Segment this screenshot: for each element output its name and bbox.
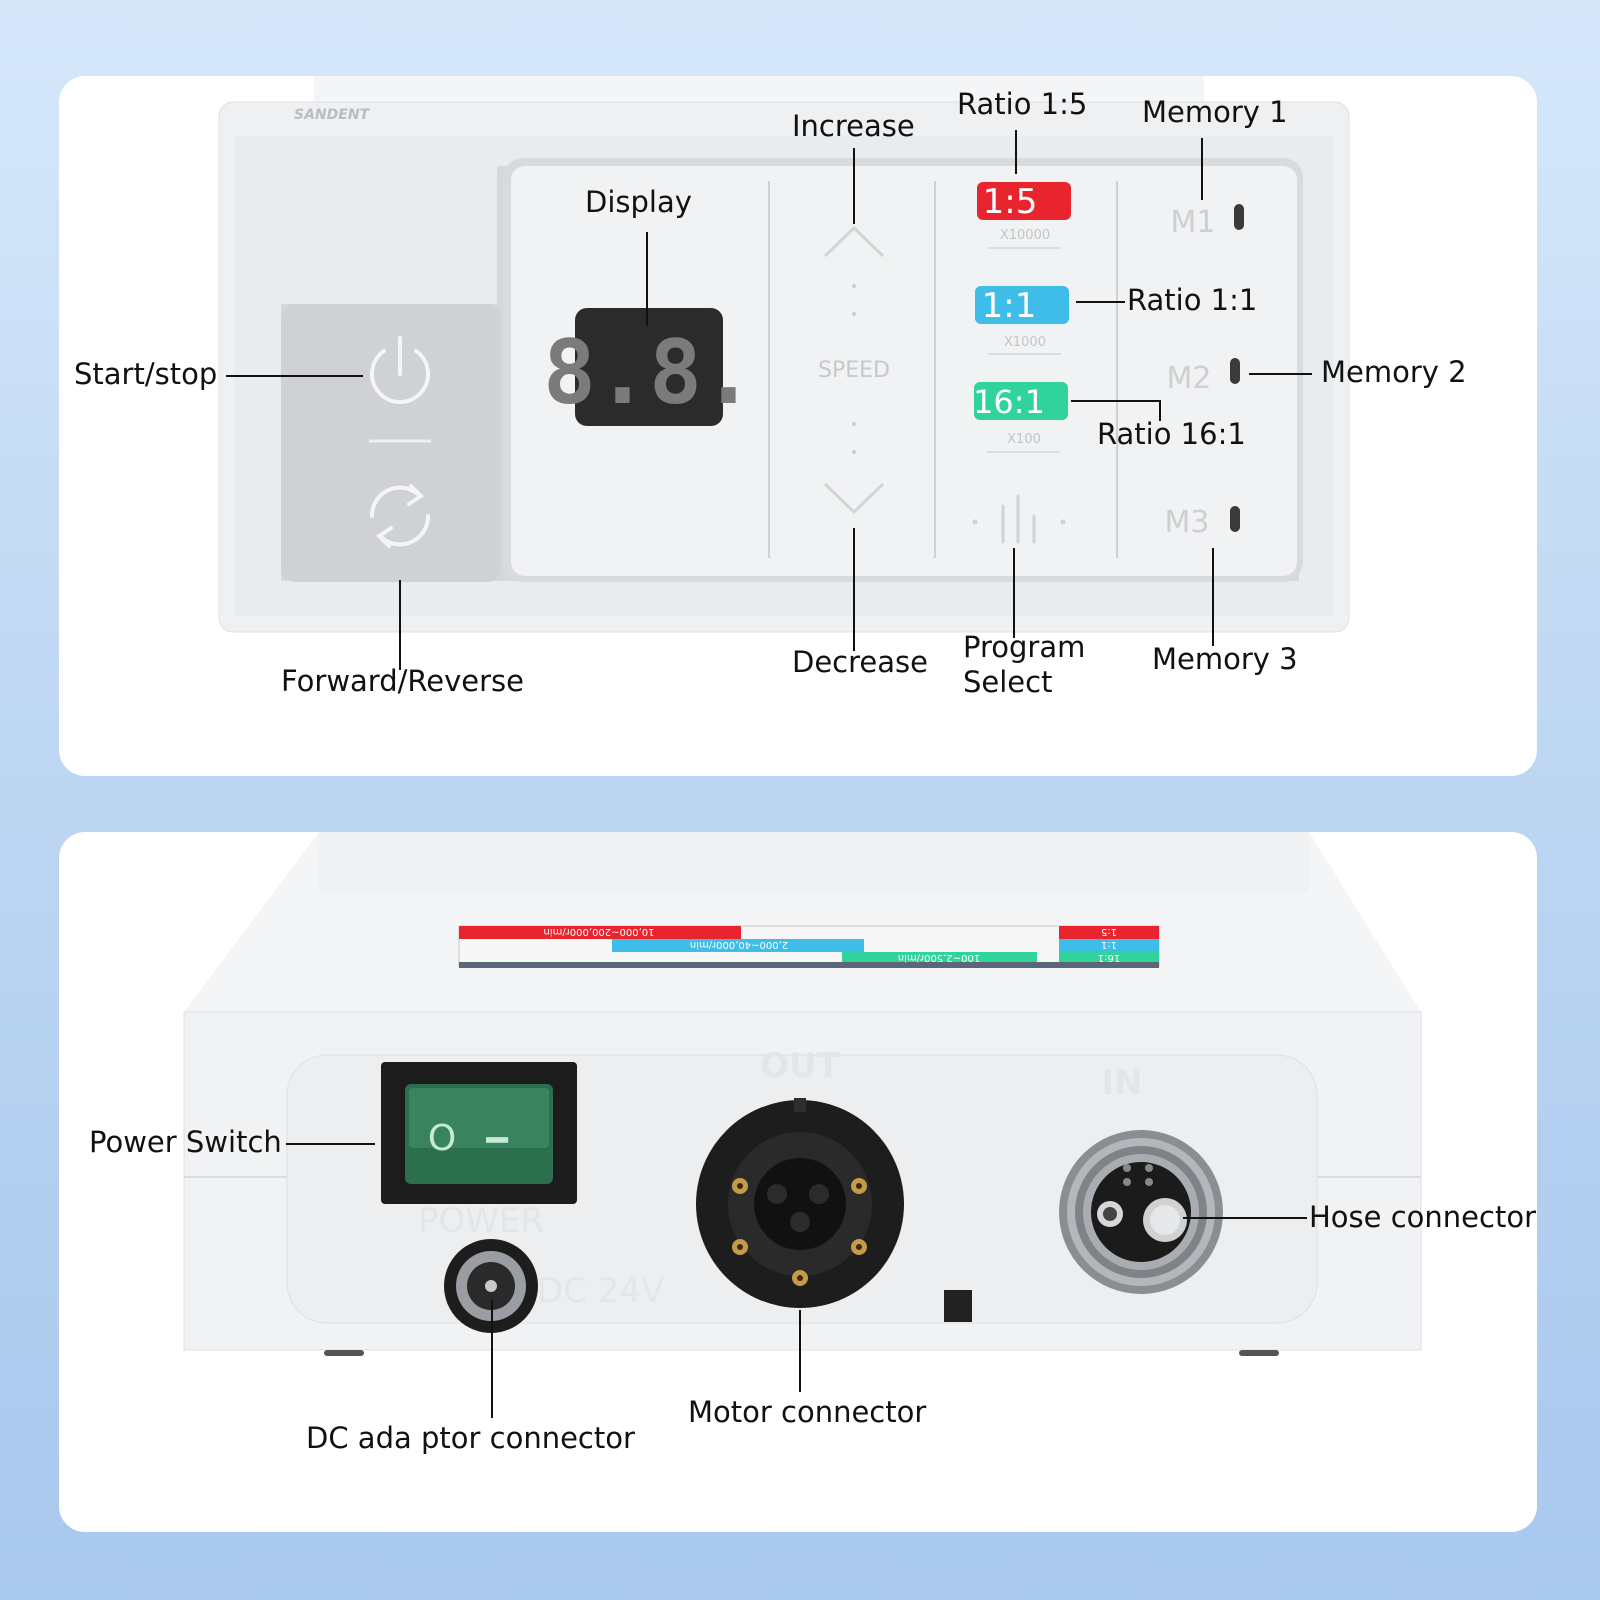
svg-text:1:5: 1:5 [983, 182, 1038, 222]
memory-key-m2[interactable]: M2 [1167, 358, 1240, 396]
program-select-icon[interactable] [972, 494, 1066, 544]
callout-power-switch: Power Switch [89, 1125, 282, 1159]
callout-ratio-1-5: Ratio 1:5 [957, 87, 1088, 121]
brand-logo: SANDENT [294, 107, 371, 123]
led-display [575, 308, 723, 426]
callout-memory-3: Memory 3 [1152, 642, 1298, 676]
memory-key-m1[interactable]: M1 [1171, 204, 1244, 240]
callout-memory-2: Memory 2 [1321, 355, 1467, 389]
power-label: POWER [418, 1201, 544, 1241]
memory-indicator-led [1234, 204, 1244, 230]
rear-panel-illustration: 1:5 1:1 16:1 10,000~200,000r/min 2,000~4… [183, 832, 1422, 1418]
left-button-panel [281, 304, 501, 582]
callout-lines [286, 1143, 1307, 1418]
power-switch[interactable]: O I [381, 1062, 577, 1204]
ratio-scale-label: X100 [1007, 432, 1041, 447]
led-display-value: 8.8. [543, 321, 755, 424]
out-label: OUT [760, 1046, 841, 1086]
callout-display: Display [585, 185, 692, 219]
sticker-ratio: 16:1 [1098, 952, 1120, 963]
speed-label: SPEED [818, 358, 890, 383]
callout-forward-reverse: Forward/Reverse [281, 664, 524, 698]
power-icon[interactable] [370, 336, 430, 404]
callout-motor-connector: Motor connector [688, 1395, 927, 1429]
ratio-badge-1-5[interactable]: 1:5 [977, 182, 1071, 222]
in-label: IN [1101, 1063, 1142, 1103]
device-top-edge [319, 832, 1309, 892]
memory-indicator-led [1230, 358, 1240, 384]
chevron-down-icon[interactable] [823, 482, 885, 515]
svg-text:M3: M3 [1165, 505, 1210, 540]
dc-jack[interactable] [444, 1239, 538, 1333]
dc-voltage-label: DC 24V [537, 1271, 664, 1311]
callout-hose-connector: Hose connector [1309, 1200, 1536, 1234]
sticker-ratio: 1:5 [1101, 926, 1117, 937]
callout-ratio-1-1: Ratio 1:1 [1127, 283, 1258, 317]
memory-indicator-led [1230, 506, 1240, 532]
memory-key-m3[interactable]: M3 [1165, 505, 1240, 540]
front-panel-card: SANDENT 8.8. SPEE [59, 76, 1537, 776]
callout-ratio-16-1: Ratio 16:1 [1097, 417, 1246, 451]
svg-text:M2: M2 [1167, 361, 1212, 396]
switch-off-symbol: O [428, 1118, 456, 1159]
hose-connector[interactable] [1059, 1130, 1223, 1294]
svg-text:1:1: 1:1 [982, 286, 1037, 326]
callout-decrease: Decrease [792, 645, 928, 679]
callout-dc-adaptor: DC ada ptor connector [306, 1421, 635, 1455]
sticker-ratio: 1:1 [1101, 939, 1117, 950]
sticker-range: 2,000~40,000r/min [690, 939, 788, 950]
forward-reverse-icon[interactable] [369, 484, 431, 548]
front-panel-illustration: SANDENT 8.8. SPEE [218, 76, 1350, 670]
ratio-badge-1-1[interactable]: 1:1 [975, 286, 1069, 326]
ratio-scale-label: X1000 [1004, 335, 1046, 350]
switch-on-symbol: I [478, 1134, 513, 1145]
callout-lines [226, 130, 1312, 670]
callout-program-select-line1: Program [963, 630, 1086, 664]
callout-start-stop: Start/stop [74, 357, 218, 391]
rear-panel-card: 1:5 1:1 16:1 10,000~200,000r/min 2,000~4… [59, 832, 1537, 1532]
callout-increase: Increase [792, 109, 915, 143]
callout-memory-1: Memory 1 [1142, 95, 1288, 129]
svg-text:M1: M1 [1171, 205, 1216, 240]
sticker-range: 100~2,500r/min [898, 952, 980, 963]
touch-panel [511, 166, 1297, 576]
callout-program-select-line2: Select [963, 665, 1053, 699]
svg-text:16:1: 16:1 [973, 383, 1045, 421]
speed-chart-sticker: 1:5 1:1 16:1 10,000~200,000r/min 2,000~4… [458, 925, 1160, 968]
ratio-badge-16-1[interactable]: 16:1 [973, 382, 1068, 421]
ratio-scale-label: X10000 [1000, 228, 1050, 243]
sticker-range: 10,000~200,000r/min [543, 926, 654, 937]
motor-connector[interactable] [696, 1098, 904, 1308]
chevron-up-icon[interactable] [823, 225, 885, 258]
vent-port [944, 1290, 972, 1322]
